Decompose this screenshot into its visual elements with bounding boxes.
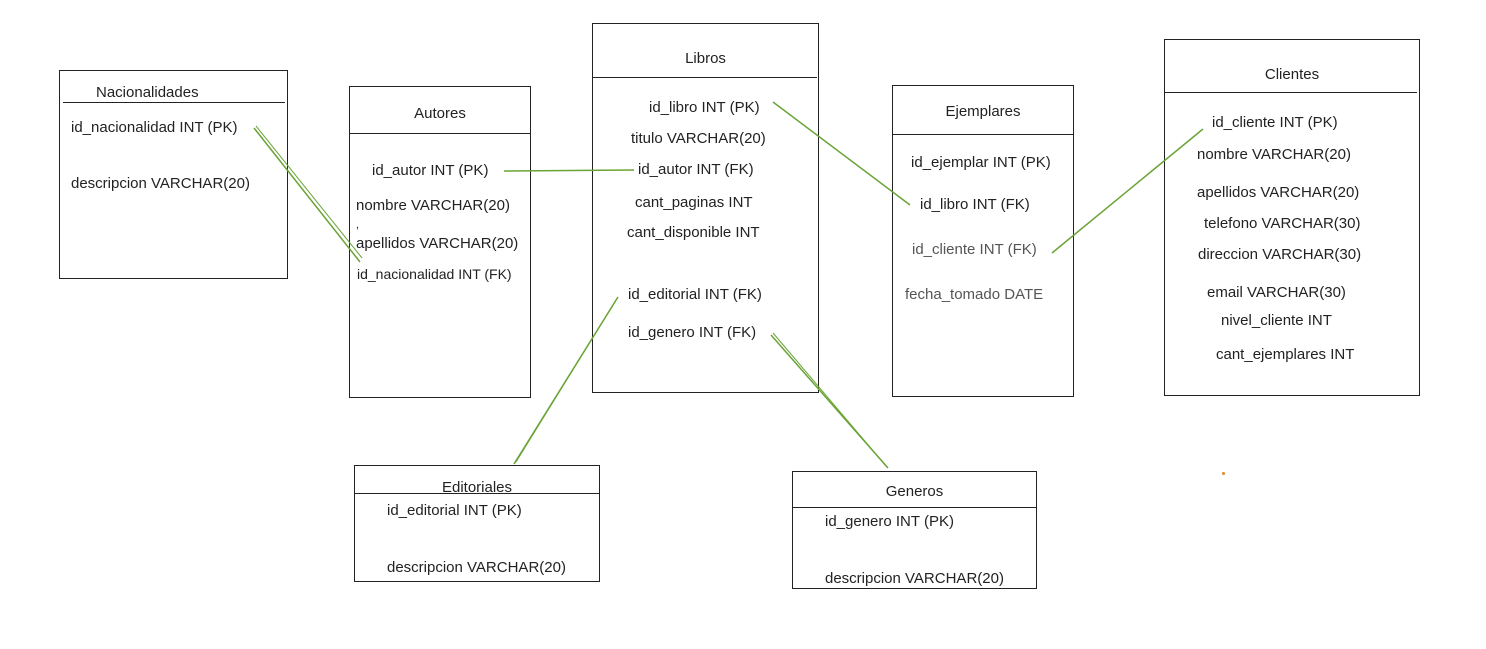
field-id-nacionalidad-fk: id_nacionalidad INT (FK) xyxy=(357,266,512,282)
field-nombre: nombre VARCHAR(20) xyxy=(356,197,510,214)
field-descripcion: descripcion VARCHAR(20) xyxy=(387,559,566,576)
entity-divider xyxy=(593,77,817,78)
field-nombre: nombre VARCHAR(20) xyxy=(1197,146,1351,163)
field-nivel-cliente: nivel_cliente INT xyxy=(1221,312,1332,329)
field-id-genero-pk: id_genero INT (PK) xyxy=(825,513,954,530)
field-id-autor-fk: id_autor INT (FK) xyxy=(638,161,754,178)
link-libros-ejemplares xyxy=(772,101,911,206)
field-fecha-tomado: fecha_tomado DATE xyxy=(905,286,1044,303)
link-clientes-ejemplares xyxy=(1051,128,1204,254)
entity-title-ejemplares: Ejemplares xyxy=(945,103,1021,120)
field-apellidos: apellidos VARCHAR(20) xyxy=(356,235,519,252)
entity-title-clientes: Clientes xyxy=(1264,66,1320,83)
stray-dot xyxy=(1222,472,1225,475)
entity-divider xyxy=(893,134,1073,135)
entity-divider xyxy=(355,493,599,494)
entity-libros[interactable]: Libros id_libro INT (PK) titulo VARCHAR(… xyxy=(592,23,819,393)
field-cant-paginas: cant_paginas INT xyxy=(635,194,753,211)
entity-title-nacionalidades: Nacionalidades xyxy=(96,84,199,101)
entity-title-libros: Libros xyxy=(685,50,726,67)
link-libros-editoriales-shadow xyxy=(515,299,617,463)
entity-title-autores: Autores xyxy=(414,105,466,122)
entity-divider xyxy=(350,133,530,134)
field-apellidos: apellidos VARCHAR(20) xyxy=(1197,184,1360,201)
entity-ejemplares[interactable]: Ejemplares id_ejemplar INT (PK) id_libro… xyxy=(892,85,1074,397)
link-nacionalidad-autores xyxy=(253,127,361,263)
link-nacionalidad-autores-shadow xyxy=(255,125,363,259)
entity-title-editoriales: Editoriales xyxy=(441,479,513,496)
entity-divider xyxy=(793,507,1036,508)
field-id-nacionalidad-pk: id_nacionalidad INT (PK) xyxy=(71,119,238,136)
field-id-libro-pk: id_libro INT (PK) xyxy=(649,99,760,116)
field-id-ejemplar-pk: id_ejemplar INT (PK) xyxy=(911,154,1051,171)
entity-title-generos: Generos xyxy=(885,483,944,500)
field-id-libro-fk: id_libro INT (FK) xyxy=(920,196,1030,213)
entity-autores[interactable]: Autores id_autor INT (PK) nombre VARCHAR… xyxy=(349,86,531,398)
field-id-cliente-fk: id_cliente INT (FK) xyxy=(912,241,1037,258)
field-cant-disponible: cant_disponible INT xyxy=(627,224,760,241)
field-id-cliente-pk: id_cliente INT (PK) xyxy=(1212,114,1338,131)
field-cant-ejemplares: cant_ejemplares INT xyxy=(1216,346,1355,363)
field-id-editorial-fk: id_editorial INT (FK) xyxy=(628,286,762,303)
field-id-autor-pk: id_autor INT (PK) xyxy=(372,162,489,179)
entity-divider xyxy=(1165,92,1417,93)
entity-editoriales[interactable]: Editoriales id_editorial INT (PK) descri… xyxy=(354,465,600,582)
field-descripcion: descripcion VARCHAR(20) xyxy=(825,570,1004,587)
entity-nacionalidades[interactable]: Nacionalidades id_nacionalidad INT (PK) … xyxy=(59,70,288,279)
entity-clientes[interactable]: Clientes id_cliente INT (PK) nombre VARC… xyxy=(1164,39,1420,396)
field-direccion: direccion VARCHAR(30) xyxy=(1198,246,1362,263)
entity-generos[interactable]: Generos id_genero INT (PK) descripcion V… xyxy=(792,471,1037,589)
field-titulo: titulo VARCHAR(20) xyxy=(631,130,766,147)
field-comma-mark: , xyxy=(356,219,360,231)
field-descripcion: descripcion VARCHAR(20) xyxy=(71,175,250,192)
entity-divider xyxy=(63,102,285,103)
field-telefono: telefono VARCHAR(30) xyxy=(1204,215,1361,232)
field-email: email VARCHAR(30) xyxy=(1207,284,1346,301)
field-id-genero-fk: id_genero INT (FK) xyxy=(628,324,757,341)
field-id-editorial-pk: id_editorial INT (PK) xyxy=(387,502,522,519)
link-libros-generos-shadow xyxy=(772,332,887,467)
link-autores-libros xyxy=(503,169,635,172)
